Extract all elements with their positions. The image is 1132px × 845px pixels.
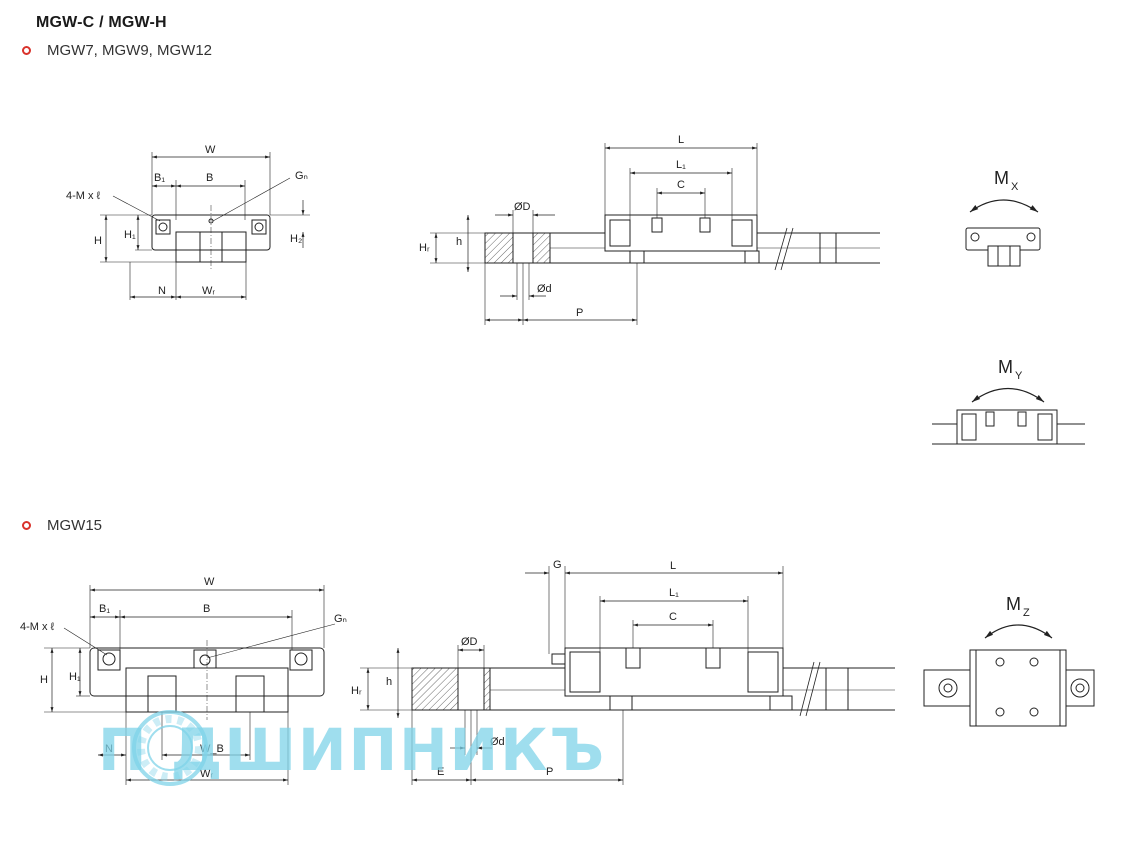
dim-H-15: H bbox=[40, 674, 48, 686]
watermark: П ДШИПНИКЪ bbox=[98, 710, 606, 786]
dim-C-15: C bbox=[669, 611, 677, 623]
section-bullet-icon bbox=[22, 46, 31, 55]
dim-B1-15: B₁ bbox=[99, 603, 110, 615]
dim-H1-15: H₁ bbox=[69, 671, 81, 683]
section-header-small: MGW7, MGW9, MGW12 bbox=[22, 42, 212, 59]
dim-M: 4-M x ℓ bbox=[66, 190, 101, 202]
moment-mx-label: M bbox=[994, 168, 1009, 188]
side-view-mgw15 bbox=[360, 566, 895, 785]
dim-G-15: G bbox=[553, 559, 562, 571]
moment-my-label: M bbox=[998, 357, 1013, 377]
dim-P: P bbox=[576, 307, 583, 319]
section-header-mgw15: MGW15 bbox=[22, 517, 102, 534]
dim-D-15: ØD bbox=[461, 636, 478, 648]
dim-h: h bbox=[456, 236, 462, 248]
moment-my-sub: Y bbox=[1015, 370, 1023, 382]
front-view-small bbox=[100, 152, 310, 300]
dim-N: N bbox=[158, 285, 166, 297]
dim-d-15: Ød bbox=[490, 736, 505, 748]
dim-H1: H₁ bbox=[124, 229, 136, 241]
dim-M-15: 4-M x ℓ bbox=[20, 621, 55, 633]
dim-E-15: E bbox=[437, 766, 444, 778]
front-view-mgw15 bbox=[44, 585, 336, 785]
dim-L: L bbox=[678, 134, 684, 146]
section-bullet-icon bbox=[22, 521, 31, 530]
moment-my-view bbox=[932, 387, 1085, 445]
dim-WR: Wᵣ bbox=[202, 285, 215, 297]
dim-H2: H₂ bbox=[290, 233, 302, 245]
dim-B1: B₁ bbox=[154, 172, 165, 184]
side-view-small bbox=[430, 143, 880, 325]
dim-N-15: N bbox=[105, 743, 113, 755]
dim-WR-15: Wᵣ bbox=[200, 768, 213, 780]
dim-W: W bbox=[205, 144, 216, 156]
dim-HR: Hᵣ bbox=[419, 242, 430, 254]
dim-HR-15: Hᵣ bbox=[351, 685, 362, 697]
dim-Gn: Gₙ bbox=[295, 170, 308, 182]
section-label: MGW7, MGW9, MGW12 bbox=[47, 42, 212, 59]
dim-B-15: B bbox=[203, 603, 210, 615]
dim-Gn-15: Gₙ bbox=[334, 613, 347, 625]
moment-mz-label: M bbox=[1006, 594, 1021, 614]
section-label: MGW15 bbox=[47, 517, 103, 534]
dim-C: C bbox=[677, 179, 685, 191]
dim-B: B bbox=[206, 172, 213, 184]
dim-L-15: L bbox=[670, 560, 676, 572]
watermark-text: П ДШИПНИКЪ bbox=[98, 716, 606, 784]
moment-mx-view bbox=[965, 199, 1041, 267]
dim-L1: L₁ bbox=[676, 159, 686, 171]
moment-mz-sub: Z bbox=[1023, 607, 1030, 619]
dim-H: H bbox=[94, 235, 102, 247]
dim-h-15: h bbox=[386, 676, 392, 688]
dim-L1-15: L₁ bbox=[669, 587, 679, 599]
dim-W-15: W bbox=[204, 576, 215, 588]
page-title: MGW-C / MGW-H bbox=[36, 14, 167, 31]
dim-D: ØD bbox=[514, 201, 531, 213]
dim-P-15: P bbox=[546, 766, 553, 778]
dim-d: Ød bbox=[537, 283, 552, 295]
moment-mx-sub: X bbox=[1011, 181, 1019, 193]
moment-mz-view bbox=[923, 624, 1095, 727]
